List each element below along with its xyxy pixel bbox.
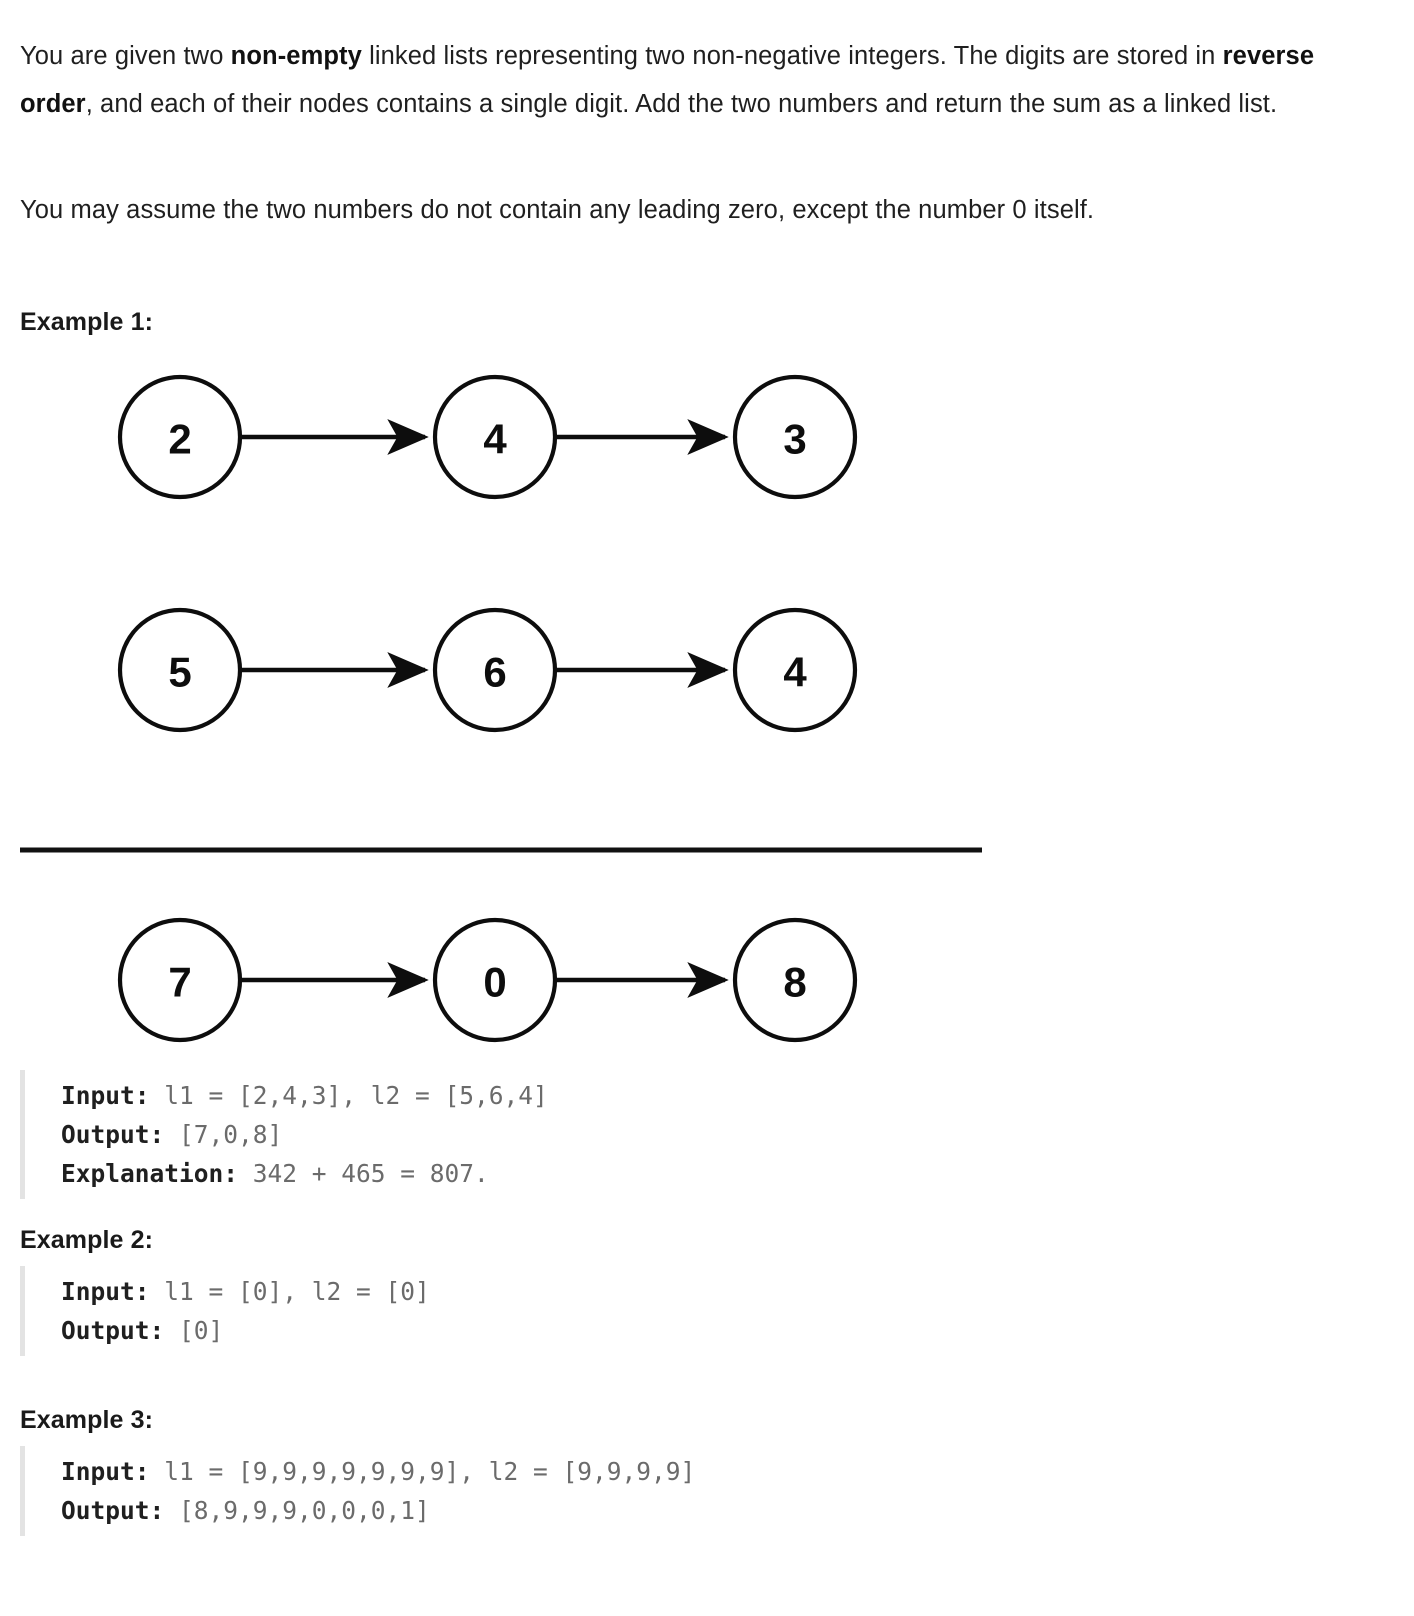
linked-list-diagram: 2 4 3 5 6 4 <box>0 360 1000 1060</box>
paragraph-1-text-c: , and each of their nodes contains a sin… <box>85 89 1278 118</box>
example-1-code-block: Input: l1 = [2,4,3], l2 = [5,6,4] Output… <box>20 1070 548 1199</box>
list-node <box>732 607 858 733</box>
code-label: Output: <box>61 1120 165 1149</box>
code-label: Output: <box>61 1496 165 1525</box>
code-label: Input: <box>61 1277 150 1306</box>
list-node <box>117 374 243 500</box>
code-value: [7,0,8] <box>164 1120 283 1149</box>
code-label: Output: <box>61 1316 165 1345</box>
diagram-row-addend-2: 5 6 4 <box>117 607 858 733</box>
list-node-label: 3 <box>783 416 806 463</box>
list-node-label: 7 <box>168 959 191 1006</box>
list-node <box>117 917 243 1043</box>
paragraph-1-emphasis-non-empty: non-empty <box>230 41 362 70</box>
code-value: l1 = [0], l2 = [0] <box>149 1277 430 1306</box>
code-value: 342 + 465 = 807. <box>238 1159 489 1188</box>
list-node-label: 0 <box>483 959 506 1006</box>
list-node <box>732 917 858 1043</box>
problem-paragraph-2: You may assume the two numbers do not co… <box>20 195 1095 224</box>
list-node-label: 6 <box>483 649 506 696</box>
list-node <box>432 607 558 733</box>
problem-paragraph-1: You are given two non-empty linked lists… <box>20 32 1380 128</box>
diagram-row-addend-1: 2 4 3 <box>117 374 858 500</box>
list-node <box>432 374 558 500</box>
diagram-row-sum: 7 0 8 <box>117 917 858 1043</box>
paragraph-1-text-a: You are given two <box>20 41 231 70</box>
example-3-heading: Example 3: <box>20 1406 154 1434</box>
paragraph-1-emphasis-reverse-order: reverse order <box>20 41 1315 118</box>
code-value: [8,9,9,9,0,0,0,1] <box>164 1496 430 1525</box>
list-node <box>117 607 243 733</box>
code-value: l1 = [2,4,3], l2 = [5,6,4] <box>149 1081 548 1110</box>
code-label: Input: <box>61 1081 150 1110</box>
list-node-label: 2 <box>168 416 191 463</box>
code-label: Explanation: <box>61 1159 239 1188</box>
list-node-label: 8 <box>783 959 806 1006</box>
list-node-label: 5 <box>168 649 191 696</box>
code-value: [0] <box>164 1316 224 1345</box>
example-2-heading: Example 2: <box>20 1226 154 1254</box>
list-node <box>432 917 558 1043</box>
example-2-code-block: Input: l1 = [0], l2 = [0] Output: [0] <box>20 1266 430 1356</box>
example-3-code-block: Input: l1 = [9,9,9,9,9,9,9], l2 = [9,9,9… <box>20 1446 695 1536</box>
list-node <box>732 374 858 500</box>
paragraph-1-text-b: linked lists representing two non-negati… <box>361 41 1223 70</box>
code-value: l1 = [9,9,9,9,9,9,9], l2 = [9,9,9,9] <box>149 1457 696 1486</box>
example-1-heading: Example 1: <box>20 308 154 336</box>
list-node-label: 4 <box>483 416 507 463</box>
code-label: Input: <box>61 1457 150 1486</box>
list-node-label: 4 <box>783 649 807 696</box>
